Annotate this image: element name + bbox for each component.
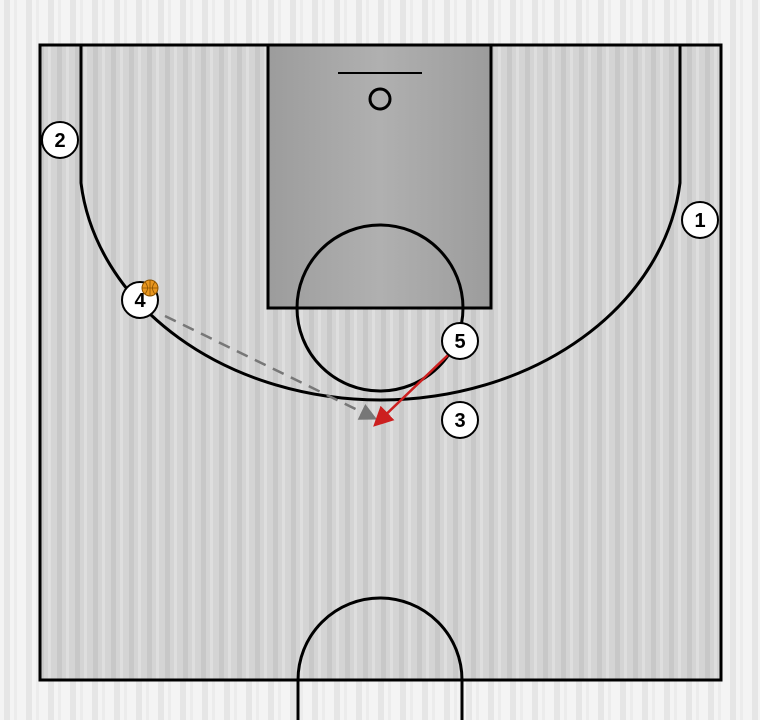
player-1[interactable]: 1 <box>681 201 719 239</box>
player-5-label: 5 <box>454 331 465 353</box>
basketball-icon <box>141 279 159 297</box>
paint-area <box>266 43 493 310</box>
player-3-label: 3 <box>454 410 465 432</box>
court-boundary <box>38 43 723 682</box>
player-3[interactable]: 3 <box>441 401 479 439</box>
player-1-label: 1 <box>694 210 705 232</box>
center-circle <box>296 596 464 720</box>
rim <box>368 87 392 111</box>
player-5[interactable]: 5 <box>441 322 479 360</box>
three-point-line <box>79 45 682 402</box>
player-2[interactable]: 2 <box>41 121 79 159</box>
free-throw-circle <box>295 223 465 393</box>
cut-line <box>373 354 449 427</box>
player-2-label: 2 <box>54 130 65 152</box>
player-4-label: 4 <box>134 290 146 312</box>
